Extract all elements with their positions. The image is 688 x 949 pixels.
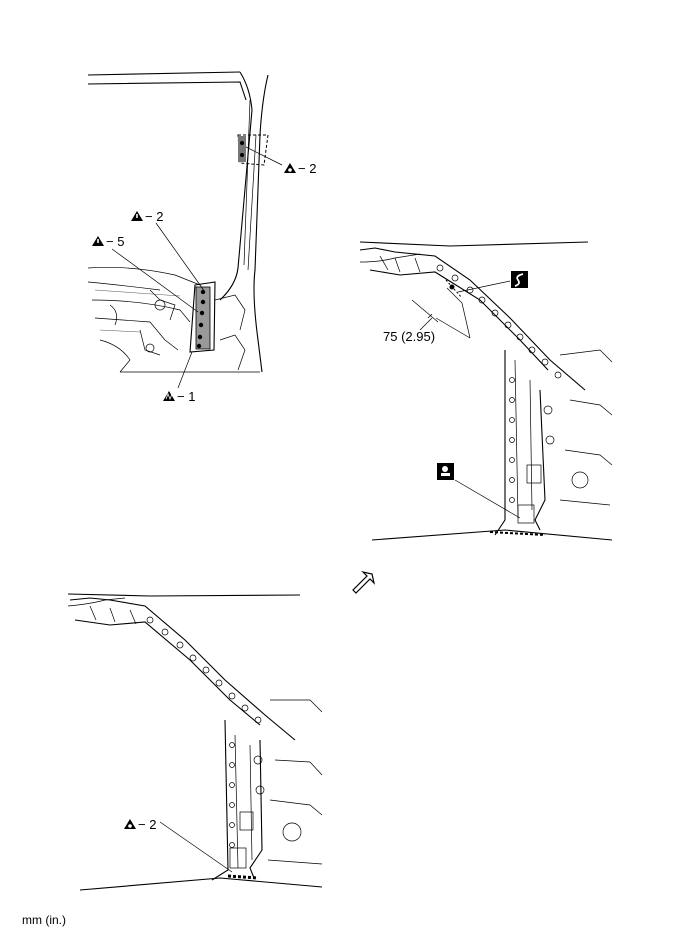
mig-weld-symbol-icon <box>163 391 175 401</box>
weld-hole-row <box>436 264 562 503</box>
callout-tri-2: − 2 <box>145 209 163 224</box>
view-2-new-pillar-cut <box>359 241 613 541</box>
callout-weld-2-top: − 2 <box>298 161 316 176</box>
view-3-pillar-welded <box>67 593 323 891</box>
warning-triangle-icon <box>92 236 104 246</box>
view-1-pillar-installed <box>87 71 283 389</box>
warning-triangle-icon <box>131 211 143 221</box>
callout-tri-5: − 5 <box>106 234 124 249</box>
dimension-label: 75 (2.95) <box>383 329 435 344</box>
cut-symbol-icon <box>511 271 528 288</box>
callout-mig-1: − 1 <box>177 389 195 404</box>
weld-count-symbol-icon <box>284 163 296 173</box>
sealer-symbol-icon <box>437 463 454 480</box>
view-direction-arrow-icon <box>352 570 376 594</box>
weld-hole-row <box>146 616 265 848</box>
callout-weld-2-bottom: − 2 <box>138 817 156 832</box>
unit-label: mm (in.) <box>22 913 66 927</box>
weld-count-symbol-icon <box>124 819 136 829</box>
